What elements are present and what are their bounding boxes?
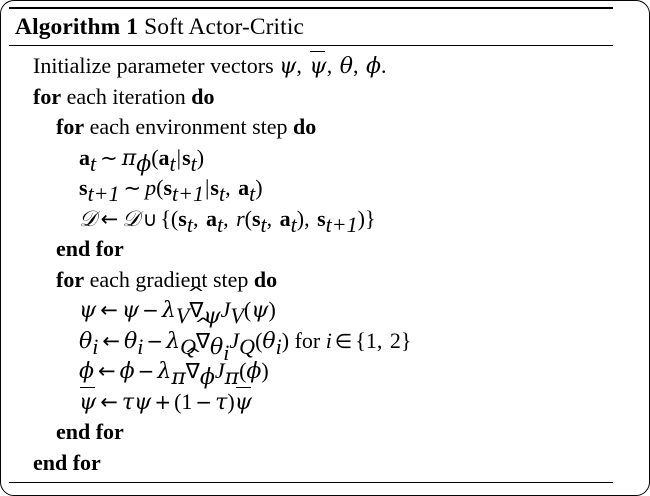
alg-line-for-iteration: for each iteration do (9, 82, 613, 113)
alg-line-for-environment-step: for each environment step do (9, 112, 613, 143)
keyword-do: do (253, 266, 278, 292)
operator-union: ∪ (142, 206, 158, 231)
symbol-phi: ϕ (365, 54, 381, 79)
algorithm-block: Algorithm 1 Soft Actor-Critic Initialize… (9, 7, 613, 483)
keyword-for: for (56, 266, 85, 292)
alg-line-initialize: Initialize parameter vectors ψ, ψ, θ, ϕ. (9, 51, 613, 82)
symbol-p: p (145, 175, 157, 200)
alg-line-replay-buffer-update: 𝒟←𝒟∪{(st, at, r(st, at), st+1)} (79, 205, 376, 237)
symbol-cal-D: 𝒟 (79, 206, 97, 232)
algorithm-top-rule (9, 7, 613, 9)
algorithm-title: Algorithm 1 Soft Actor-Critic (9, 9, 613, 45)
operator-assign-arrow: ← (100, 298, 118, 322)
initialize-text: Initialize parameter vectors (33, 53, 274, 78)
for-environment-text: each environment step (89, 114, 288, 139)
algorithm-body: Initialize parameter vectors ψ, ψ, θ, ϕ.… (9, 46, 613, 478)
operator-plus: + (154, 389, 172, 414)
keyword-do: do (293, 114, 317, 139)
symbol-pi: π (121, 145, 137, 171)
operator-minus: − (137, 359, 155, 383)
set-value-2: 2 (389, 327, 401, 353)
operator-assign-arrow: ← (102, 328, 120, 353)
for-iteration-text: each iteration (66, 83, 186, 109)
symbol-psi-bar: ψ (309, 51, 327, 83)
operator-assign-arrow: ← (100, 206, 119, 231)
algorithm-name: Soft Actor-Critic (144, 14, 304, 40)
algorithm-label: Algorithm 1 (15, 14, 139, 40)
keyword-end-for: end for (56, 236, 124, 261)
keyword-end-for: end for (33, 449, 101, 475)
alg-line-update-target-psi: ψ←τψ+(1−τ)ψ (9, 386, 613, 418)
operator-minus: − (142, 298, 159, 322)
alg-line-sample-next-state: st+1∼p(st+1|st, at) (79, 175, 263, 207)
operator-assign-arrow: ← (98, 359, 116, 383)
operator-assign-arrow: ← (100, 389, 118, 414)
symbol-theta: θ (339, 54, 353, 79)
alg-line-update-phi: ϕ←ϕ−λπ∇ϕJπ(ϕ) (9, 356, 613, 389)
keyword-for: for (56, 114, 85, 139)
inline-for-text: for (294, 327, 321, 353)
alg-line-sample-action: at∼πϕ(at|st) (79, 144, 205, 177)
alg-line-end-for-iteration: end for (9, 448, 613, 479)
set-value-1: 1 (365, 327, 377, 353)
alg-line-end-for-environment: end for (9, 234, 613, 265)
alg-line-for-gradient-step: for each gradient step do (9, 265, 613, 296)
algorithm-bottom-rule (9, 482, 613, 483)
keyword-end-for: end for (56, 419, 124, 444)
algorithm-header-rule (9, 45, 613, 46)
operator-sim: ∼ (100, 145, 118, 170)
keyword-for: for (33, 83, 62, 109)
symbol-psi: ψ (279, 54, 297, 79)
vector-a: a (79, 144, 90, 170)
alg-line-update-theta: θi←θi−λQ∇θiJQ(θi) for i∈{1, 2} (9, 326, 613, 364)
for-gradient-text: each gradient step (89, 266, 249, 292)
operator-minus: − (146, 328, 164, 353)
operator-sim: ∼ (123, 176, 142, 200)
operator-element-of: ∈ (334, 328, 353, 353)
alg-line-end-for-gradient: end for (9, 417, 613, 448)
symbol-nabla-hat: ∇ (186, 356, 200, 387)
subscript-phi: ϕ (136, 151, 152, 177)
operator-minus: − (195, 389, 213, 414)
alg-line-update-psi: ψ←ψ−λV∇ψJV(ψ) (9, 295, 613, 328)
keyword-do: do (191, 83, 215, 109)
